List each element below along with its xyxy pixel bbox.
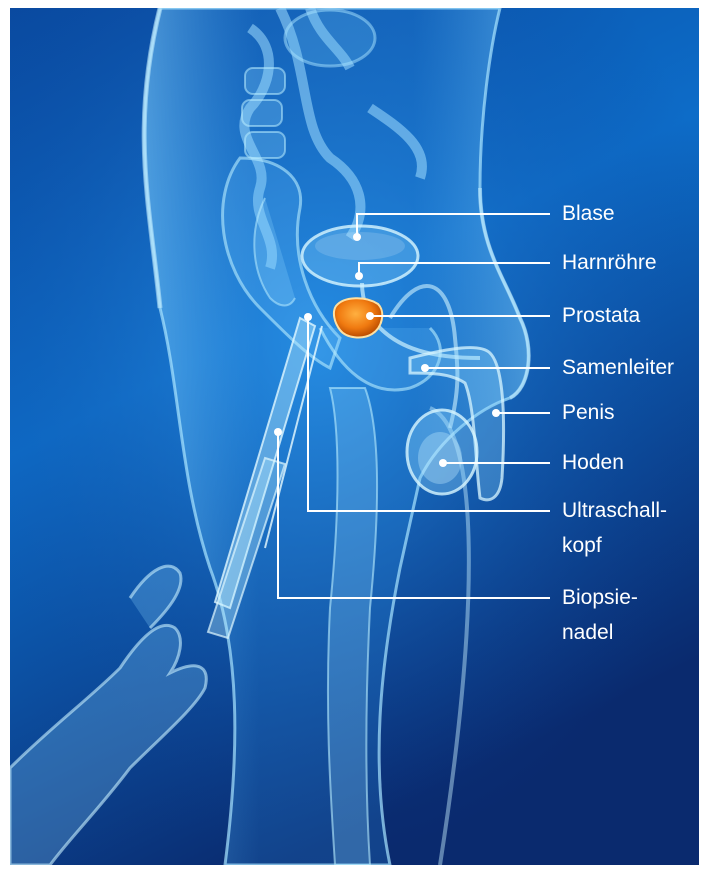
label-prostata: Prostata — [562, 299, 640, 333]
anatomy-figure: Blase Harnröhre Prostata Samenleiter Pen… — [10, 8, 699, 865]
label-ultraschall-line2: kopf — [562, 529, 602, 563]
label-penis: Penis — [562, 396, 615, 430]
anatomy-illustration — [10, 8, 699, 865]
label-biopsie-line2: nadel — [562, 616, 613, 650]
label-ultraschall-line1: Ultraschall- — [562, 494, 667, 528]
label-biopsie-line1: Biopsie- — [562, 581, 638, 615]
prostate — [334, 298, 382, 337]
label-blase: Blase — [562, 197, 615, 231]
label-hoden: Hoden — [562, 446, 624, 480]
label-harnroehre: Harnröhre — [562, 246, 657, 280]
label-samenleiter: Samenleiter — [562, 351, 674, 385]
